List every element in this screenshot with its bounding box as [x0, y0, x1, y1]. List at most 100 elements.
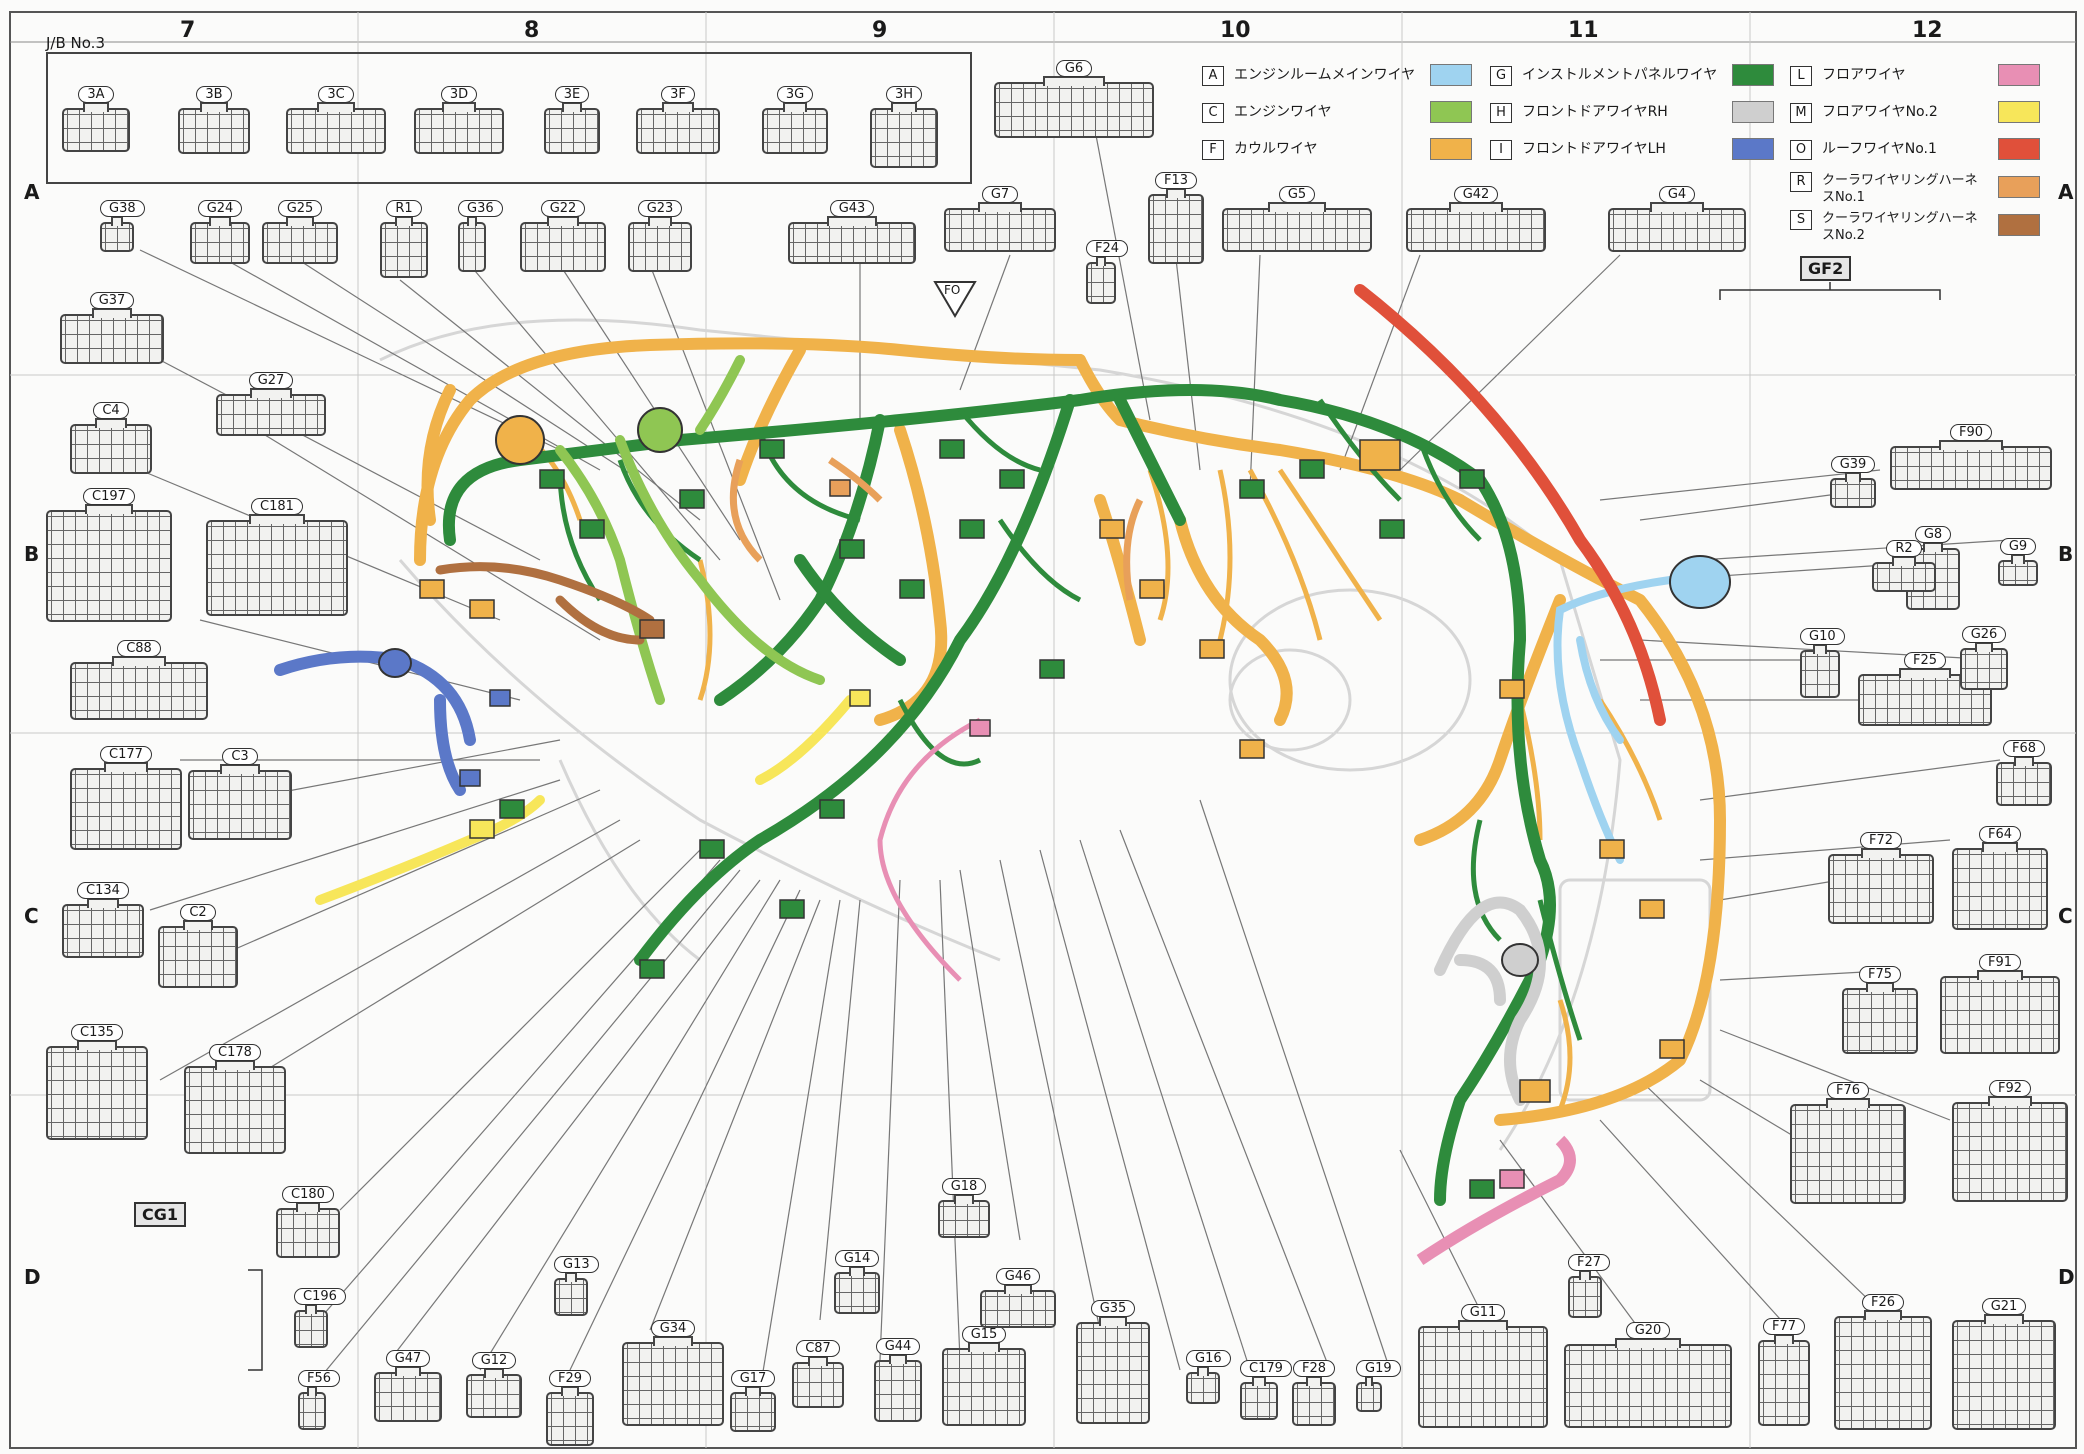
connector-id-label: 3C: [286, 86, 386, 106]
connector-face: [1952, 1096, 2068, 1202]
connector-f77: F77: [1758, 1318, 1810, 1426]
connector-g34: G34: [622, 1320, 724, 1426]
connector-face: [298, 1386, 326, 1430]
connector-id-label: F13: [1148, 172, 1204, 192]
connector-face: [1292, 1376, 1336, 1426]
connector-face: [70, 418, 152, 474]
legend-swatch-r: [1998, 176, 2040, 198]
connector-g25: G25: [262, 200, 338, 264]
connector-face: [622, 1336, 724, 1426]
legend-swatch-s: [1998, 214, 2040, 236]
connector-id-label: G35: [1076, 1300, 1150, 1320]
connector-id-label: C135: [46, 1024, 148, 1044]
connector-face: [1758, 1334, 1810, 1426]
connector-g42: G42: [1406, 186, 1546, 252]
connector-face: [554, 1272, 588, 1316]
legend-swatch-l: [1998, 64, 2040, 86]
connector-face: [942, 1342, 1026, 1426]
connector-face: [158, 920, 238, 988]
connector-g19: G19: [1356, 1360, 1401, 1412]
connector-face: [1186, 1366, 1220, 1404]
connector-id-label: F90: [1890, 424, 2052, 444]
connector-f76: F76: [1790, 1082, 1906, 1204]
junction-block-3-box: [46, 52, 972, 184]
connector-face: [944, 202, 1056, 252]
column-number-8: 8: [524, 18, 540, 43]
connector-g5: G5: [1222, 186, 1372, 252]
connector-id-label: 3E: [544, 86, 600, 106]
legend-swatch-h: [1732, 101, 1774, 123]
connector-f91: F91: [1940, 954, 2060, 1054]
connector-face: [870, 102, 938, 168]
connector-f13: F13: [1148, 172, 1204, 264]
connector-id-label: F72: [1828, 832, 1934, 852]
connector-face: [62, 102, 130, 152]
connector-id-label: R2: [1872, 540, 1936, 560]
connector-face: [1952, 1314, 2056, 1430]
connector-id-label: F26: [1834, 1294, 1932, 1314]
connector-face: [458, 216, 486, 272]
connector-c3: C3: [188, 748, 292, 840]
connector-id-label: C181: [206, 498, 348, 518]
connector-3f: 3F: [636, 86, 720, 154]
connector-g46: G46: [980, 1268, 1056, 1328]
connector-g11: G11: [1418, 1304, 1548, 1428]
legend-swatch-a: [1430, 64, 1472, 86]
connector-face: [636, 102, 720, 154]
connector-face: [1790, 1098, 1906, 1204]
connector-3e: 3E: [544, 86, 600, 154]
connector-c197: C197: [46, 488, 172, 622]
row-letter-c-right: C: [2058, 904, 2073, 928]
connector-face: [1356, 1376, 1382, 1412]
connector-id-label: G9: [1998, 538, 2038, 558]
connector-id-label: G47: [374, 1350, 442, 1370]
connector-id-label: 3G: [762, 86, 828, 106]
connector-id-label: F91: [1940, 954, 2060, 974]
connector-3g: 3G: [762, 86, 828, 154]
connector-id-label: G19: [1356, 1360, 1401, 1380]
connector-id-label: C179: [1240, 1360, 1292, 1380]
connector-id-label: G4: [1608, 186, 1746, 206]
connector-face: [1834, 1310, 1932, 1430]
connector-face: [1418, 1320, 1548, 1428]
connector-face: [178, 102, 250, 154]
connector-g43: G43: [788, 200, 916, 264]
connector-g21: G21: [1952, 1298, 2056, 1430]
connector-id-label: F25: [1858, 652, 1992, 672]
column-number-9: 9: [872, 18, 888, 43]
connector-face: [1996, 756, 2052, 806]
group-label-cg1: CG1: [134, 1202, 187, 1227]
connector-face: [1148, 188, 1204, 264]
connector-id-label: F27: [1568, 1254, 1611, 1274]
connector-g17: G17: [730, 1370, 776, 1432]
connector-id-label: G38: [100, 200, 145, 220]
connector-g6: G6: [994, 60, 1154, 138]
connector-face: [1890, 440, 2052, 490]
connector-g20: G20: [1564, 1322, 1732, 1428]
connector-id-label: 3B: [178, 86, 250, 106]
connector-g9: G9: [1998, 538, 2038, 586]
connector-face: [544, 102, 600, 154]
connector-id-label: G27: [216, 372, 326, 392]
connector-g12: G12: [466, 1352, 522, 1418]
connector-face: [1222, 202, 1372, 252]
connector-id-label: F92: [1952, 1080, 2068, 1100]
connector-3a: 3A: [62, 86, 130, 152]
connector-face: [276, 1202, 340, 1258]
connector-id-label: G7: [944, 186, 1056, 206]
connector-id-label: G22: [520, 200, 606, 220]
connector-id-label: G14: [834, 1250, 880, 1270]
connector-face: [730, 1386, 776, 1432]
row-letter-a-left: A: [24, 180, 40, 204]
connector-face: [834, 1266, 880, 1314]
connector-c87: C87: [792, 1340, 844, 1408]
connector-id-label: G25: [262, 200, 338, 220]
connector-face: [374, 1366, 442, 1422]
connector-g36: G36: [458, 200, 503, 272]
connector-face: [520, 216, 606, 272]
